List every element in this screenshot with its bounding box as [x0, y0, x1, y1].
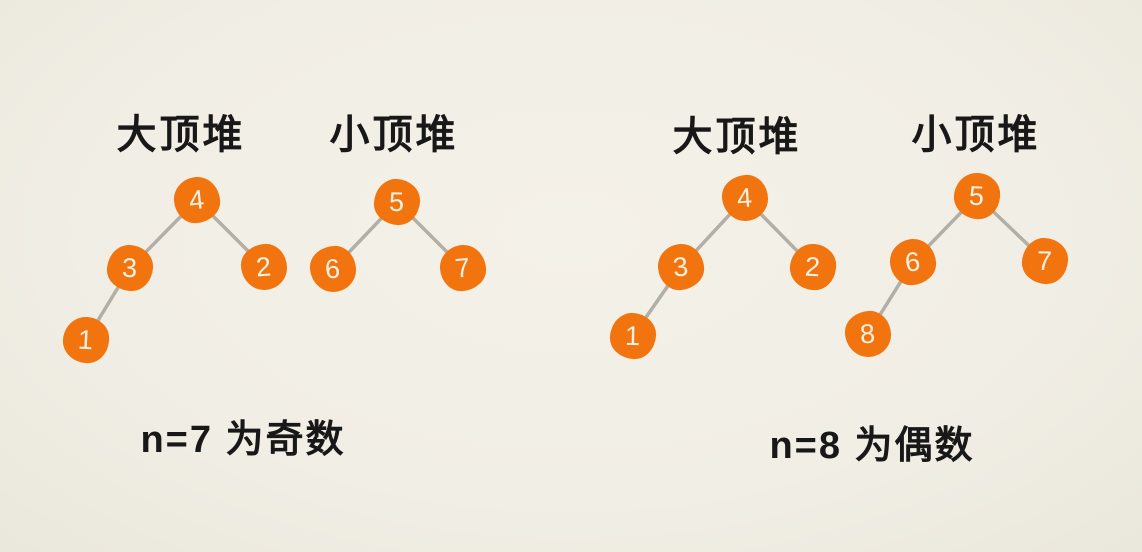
node-value: 8	[859, 318, 877, 349]
node-value: 1	[625, 320, 641, 351]
min-heap-title-left: 小顶堆	[329, 113, 459, 157]
node-value: 1	[77, 324, 95, 355]
node-value: 5	[968, 180, 986, 211]
node-value: 5	[389, 186, 405, 217]
node-value: 4	[736, 182, 754, 213]
node-value: 6	[324, 253, 342, 284]
node-value: 7	[453, 251, 472, 284]
node-value: 3	[122, 252, 138, 283]
node-value: 2	[804, 251, 822, 282]
node-value: 7	[1037, 245, 1053, 276]
min-heap-title-right: 小顶堆	[911, 113, 1041, 157]
max-heap-title-right: 大顶堆	[672, 115, 802, 159]
node-value: 6	[903, 245, 922, 278]
node-value: 2	[255, 251, 273, 282]
node-value: 3	[671, 250, 690, 283]
node-value: 4	[187, 183, 206, 216]
caption-n8-even: n=8 为偶数	[769, 425, 975, 467]
max-heap-title-left: 大顶堆	[116, 113, 246, 157]
caption-n7-odd: n=7 为奇数	[140, 419, 346, 461]
